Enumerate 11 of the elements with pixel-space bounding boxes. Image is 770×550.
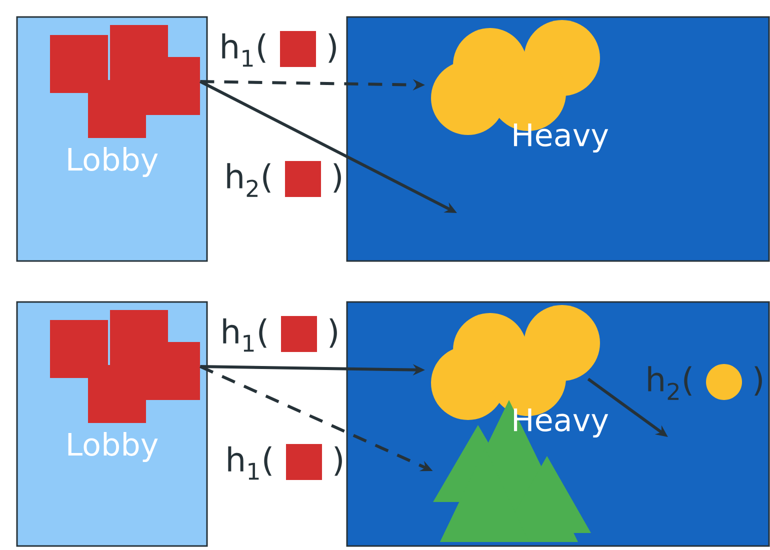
squares-drawing (50, 310, 200, 423)
edge-label: h$_{1}$( ) (228, 444, 342, 480)
box-label: Lobby (68, 147, 158, 177)
edge-label: h$_{1}$( ) (223, 316, 337, 352)
squares-drawing (50, 25, 200, 138)
box-label: Lobby (68, 432, 158, 462)
edge-label: h$_{2}$( ) (648, 364, 762, 400)
box-label: Heavy (514, 408, 608, 438)
box-label: Heavy (514, 123, 608, 153)
edge-label: h$_{1}$( ) (222, 31, 336, 67)
edge-label: h$_{2}$( ) (227, 161, 341, 197)
